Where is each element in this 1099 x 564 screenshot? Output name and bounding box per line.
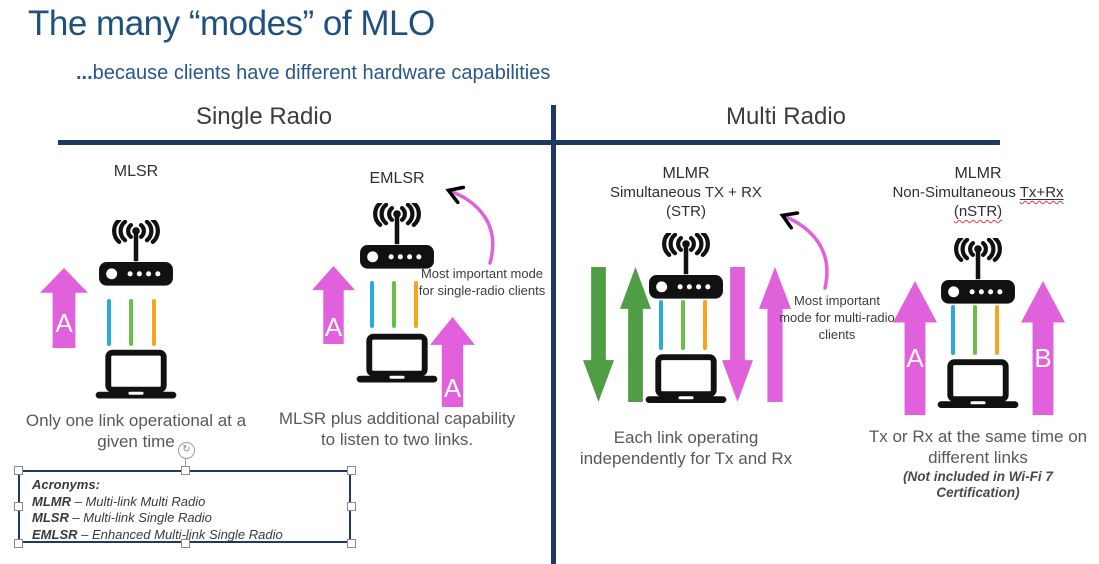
rotation-handle-stem: [185, 456, 186, 470]
emlsr-link-blue: [370, 281, 374, 328]
subtitle-text: because clients have different hardware …: [92, 62, 551, 84]
emlsr-arrow-right-label: A: [443, 373, 462, 403]
acronyms-heading: Acronyms:: [32, 477, 100, 492]
selection-handle-bottom-left[interactable]: [14, 539, 23, 548]
selection-handle-top-right[interactable]: [347, 466, 356, 475]
mlmr-nstr-subtitle-text: Non-Simultaneous: [892, 184, 1020, 201]
page-subtitle: ...because clients have different hardwa…: [76, 62, 550, 85]
mlmr-str-link-blue: [659, 300, 663, 350]
selection-handle-bottom-center[interactable]: [181, 539, 190, 548]
selection-handle-top-center[interactable]: [181, 466, 190, 475]
selection-handle-mid-left[interactable]: [14, 502, 23, 511]
mlmr-nstr-wifi-router-icon[interactable]: [936, 238, 1020, 307]
mlmr-str-annotation[interactable]: Most important mode for multi-radio clie…: [779, 293, 895, 342]
acronym-item-emlsr: EMLSR – Enhanced Multi-link Single Radio: [32, 526, 283, 542]
mlmr-nstr-link-green: [973, 305, 977, 355]
mlsr-laptop-icon[interactable]: [94, 349, 178, 401]
emlsr-uplink-arrow-left[interactable]: A: [312, 266, 355, 344]
mlmr-nstr-uplink-arrow-a[interactable]: A: [893, 281, 937, 415]
rotation-handle[interactable]: ↻: [178, 442, 195, 459]
emlsr-annotation[interactable]: Most important mode for single-radio cli…: [418, 266, 546, 298]
single-radio-header: Single Radio: [195, 103, 333, 130]
mlmr-str-subtitle2: (STR): [666, 203, 706, 220]
mlmr-str-link-orange: [703, 300, 707, 350]
mlmr-str-uplink-arrow-green[interactable]: [620, 267, 651, 402]
mlmr-nstr-subtitle2: (nSTR): [953, 203, 1003, 220]
emlsr-title[interactable]: EMLSR: [369, 170, 425, 187]
mlmr-nstr-link-blue: [951, 305, 955, 355]
mlmr-nstr-link-orange: [995, 305, 999, 355]
mlmr-nstr-arrow-b-label: B: [1034, 343, 1052, 373]
mlmr-str-subtitle: Simultaneous TX + RX: [610, 184, 762, 201]
mlmr-str-laptop-icon[interactable]: [644, 352, 728, 407]
emlsr-wifi-router-icon[interactable]: [355, 203, 439, 272]
emlsr-caption[interactable]: MLSR plus additional capability to liste…: [278, 409, 516, 449]
emlsr-arrow-left-label: A: [324, 312, 343, 342]
mlmr-nstr-note: (Not included in Wi-Fi 7 Certification): [903, 469, 1053, 500]
mlmr-nstr-arrow-a-label: A: [906, 343, 924, 373]
acronyms-textbox[interactable]: Acronyms: MLMR – Multi-link Multi Radio …: [18, 470, 351, 543]
mlsr-link-orange: [152, 299, 156, 346]
acronym-item-mlsr: MLSR – Multi-link Single Radio: [32, 510, 212, 525]
mlmr-nstr-uplink-arrow-b[interactable]: B: [1021, 281, 1065, 415]
mlsr-arrow-label: A: [55, 308, 73, 338]
multi-radio-underline: [553, 140, 1000, 145]
selection-handle-mid-right[interactable]: [347, 502, 356, 511]
mlmr-str-wifi-router-icon[interactable]: [644, 233, 728, 302]
mlsr-wifi-router-icon[interactable]: [94, 220, 178, 289]
column-divider: [551, 105, 556, 564]
selection-handle-top-left[interactable]: [14, 466, 23, 475]
mlmr-str-link-green: [681, 300, 685, 350]
page-title: The many “modes” of MLO: [28, 4, 435, 43]
emlsr-laptop-icon[interactable]: [355, 333, 439, 385]
single-radio-underline: [58, 140, 553, 145]
mlmr-str-caption[interactable]: Each link operating independently for Tx…: [579, 428, 793, 468]
mlmr-nstr-laptop-icon[interactable]: [936, 357, 1020, 412]
mlmr-nstr-caption[interactable]: Tx or Rx at the same time on different l…: [868, 427, 1088, 467]
emlsr-uplink-arrow-right[interactable]: A: [430, 317, 475, 407]
mlmr-str-title[interactable]: MLMR: [662, 165, 710, 182]
mlsr-caption[interactable]: Only one link operational at a given tim…: [25, 411, 247, 451]
subtitle-ellipsis: ...: [76, 62, 93, 84]
mlmr-nstr-subtitle-txrx: Tx+Rx: [1020, 184, 1064, 201]
mlmr-str-downlink-arrow-green[interactable]: [583, 267, 614, 402]
mlsr-link-blue: [107, 299, 111, 346]
emlsr-link-orange: [414, 281, 418, 328]
selection-handle-bottom-right[interactable]: [347, 539, 356, 548]
emlsr-curved-arrow-icon[interactable]: [435, 182, 500, 272]
emlsr-link-green: [392, 281, 396, 328]
mlsr-uplink-arrow[interactable]: A: [40, 268, 88, 348]
acronym-item-mlmr: MLMR – Multi-link Multi Radio: [32, 493, 206, 509]
mlmr-nstr-title[interactable]: MLMR: [954, 165, 1002, 182]
mlsr-link-green: [129, 299, 133, 346]
mlsr-title[interactable]: MLSR: [113, 163, 159, 180]
mlmr-nstr-subtitle: Non-Simultaneous Tx+Rx: [848, 184, 1099, 201]
spellcheck-underline: Tx+Rx: [1019, 184, 1064, 201]
multi-radio-header: Multi Radio: [725, 103, 847, 130]
mlmr-str-curved-arrow-icon[interactable]: [770, 205, 832, 297]
mlmr-str-downlink-arrow-pink[interactable]: [722, 267, 753, 402]
